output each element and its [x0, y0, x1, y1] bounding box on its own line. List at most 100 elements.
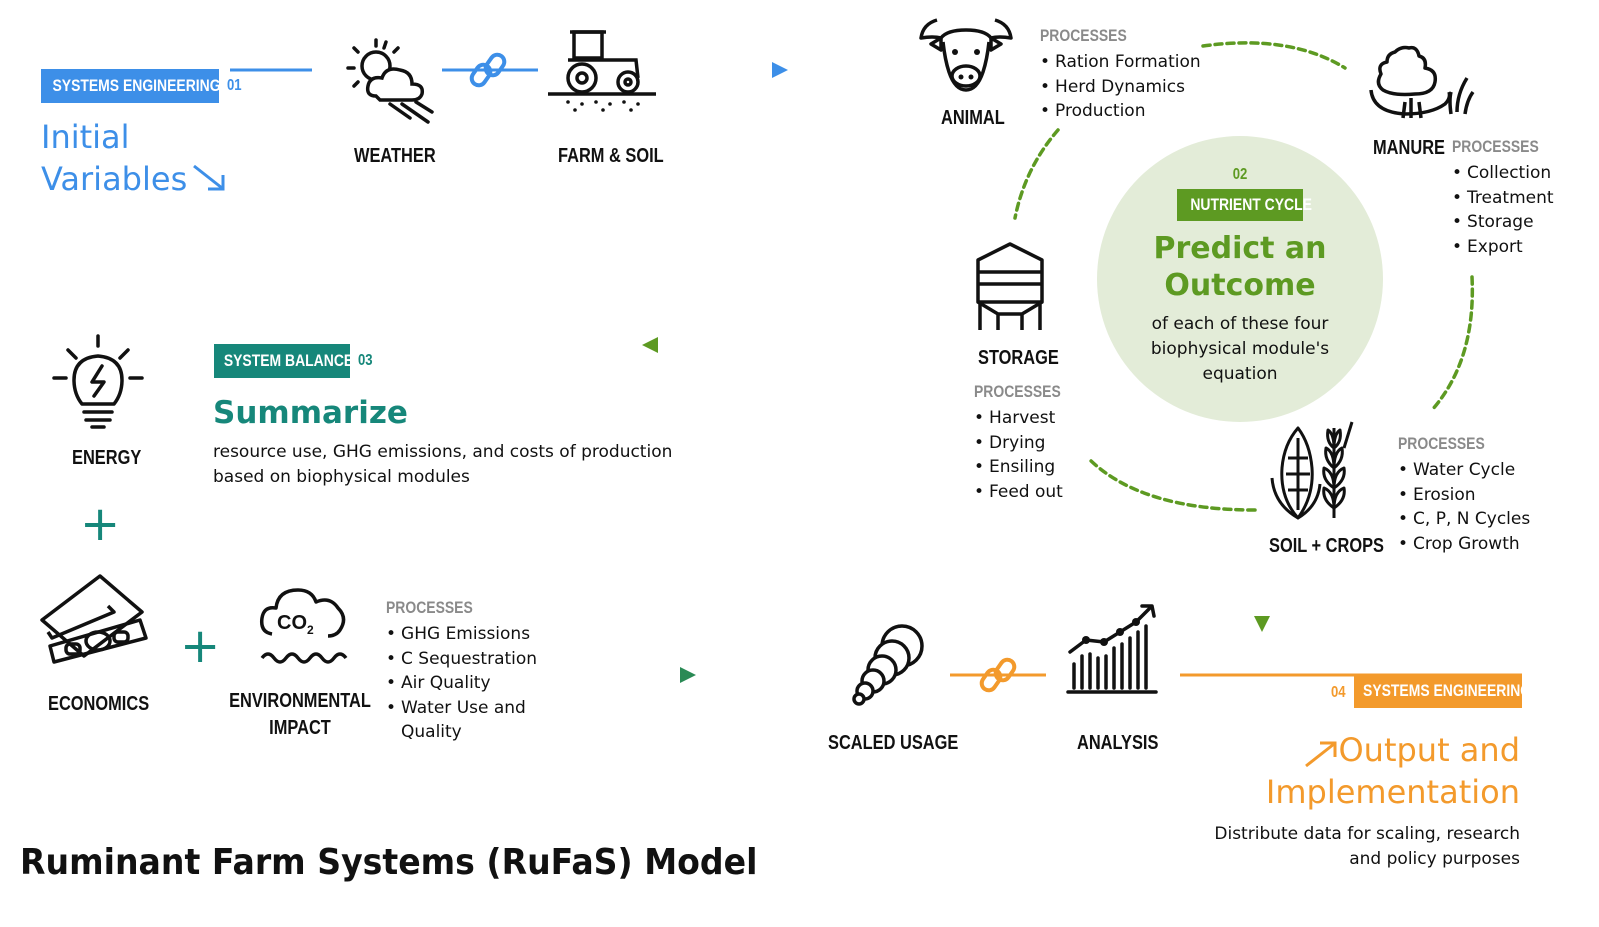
process-item: Ration Formation [1040, 50, 1201, 75]
process-item: Air Quality [386, 671, 537, 696]
stage4-num: 04 [1331, 684, 1346, 701]
stage2-desc-line2: biophysical module's [1150, 339, 1330, 359]
stage2-desc-line3: equation [1202, 364, 1278, 384]
money-icon [40, 574, 148, 664]
stage1-heading-line1: Initial [41, 118, 130, 156]
soil-crops-processes: PROCESSES Water CycleErosionC, P, N Cycl… [1398, 434, 1530, 556]
process-item: Water Use and [386, 696, 537, 721]
stage1-heading: Initial Variables [41, 116, 187, 200]
process-item: Drying [974, 431, 1080, 456]
analysis-chart-icon [1066, 604, 1158, 694]
stage1-heading-line2: Variables [41, 160, 188, 198]
process-item: Production [1040, 99, 1201, 124]
stage4-heading-line2: Implementation [1265, 773, 1520, 811]
stage3-num: 03 [358, 352, 373, 369]
co2-text: CO2 [277, 612, 314, 637]
cow-icon [919, 18, 1013, 92]
manure-label: MANURE [1373, 137, 1445, 159]
stage3-tag-text: SYSTEM BALANCE [223, 351, 354, 370]
stage3-heading: Summarize [213, 395, 408, 431]
stage4-tag-text: SYSTEMS ENGINEERING [1363, 681, 1532, 700]
stage4-desc-line2: and policy purposes [1349, 849, 1520, 869]
process-item: Water Cycle [1398, 458, 1530, 483]
stage2-desc-line1: of each of these four [1151, 314, 1329, 334]
process-item: Export [1452, 235, 1558, 260]
stage4-description: Distribute data for scaling, research an… [1120, 822, 1520, 872]
animal-label: ANIMAL [941, 107, 1005, 129]
stage4-heading-line1: Output and [1338, 731, 1520, 769]
crops-icon [1270, 421, 1354, 520]
stage1-num: 01 [227, 77, 242, 94]
plus-sign-1: + [80, 496, 121, 552]
stage4-tag: SYSTEMS ENGINEERING [1354, 674, 1531, 708]
process-item: Treatment [1452, 186, 1558, 211]
stage2-num: 02 [1232, 166, 1248, 183]
process-item: Storage [1452, 210, 1558, 235]
manure-icon [1369, 45, 1475, 119]
co2-text-sub: 2 [307, 623, 314, 637]
process-item: Harvest [974, 406, 1080, 431]
process-item: Ensiling [974, 455, 1080, 480]
process-item: GHG Emissions [386, 622, 537, 647]
stage2-tag: NUTRIENT CYCLE [1177, 189, 1312, 221]
process-item: Quality [401, 722, 462, 742]
analysis-label: ANALYSIS [1077, 732, 1159, 754]
stage1-tag-text: SYSTEMS ENGINEERING [52, 76, 221, 95]
stage2-description: of each of these four biophysical module… [1100, 312, 1380, 387]
arrow-up-right-icon [1305, 741, 1337, 768]
soil-crops-label: SOIL + CROPS [1269, 535, 1384, 557]
soil-crops-processes-list: Water CycleErosionC, P, N CyclesCrop Gro… [1398, 458, 1530, 556]
process-item: C, P, N Cycles [1398, 507, 1530, 532]
stage2-heading-line1: Predict an [1153, 231, 1327, 266]
storage-processes-list: HarvestDryingEnsilingFeed out [974, 406, 1080, 504]
env-impact-line2: IMPACT [269, 717, 331, 739]
process-item: Feed out [974, 480, 1080, 505]
farm-soil-label: FARM & SOIL [558, 145, 664, 167]
economics-label: ECONOMICS [48, 693, 150, 715]
stage2-tag-text: NUTRIENT CYCLE [1190, 195, 1312, 214]
process-item: Erosion [1398, 483, 1530, 508]
stage3-desc-line2: based on biophysical modules [213, 467, 470, 487]
energy-label: ENERGY [72, 447, 142, 469]
tractor-icon [548, 30, 656, 112]
stage3-desc-line1: resource use, GHG emissions, and costs o… [213, 442, 673, 462]
co2-text-main: CO [277, 612, 307, 634]
scaled-usage-icon [852, 624, 924, 706]
co2-cloud-icon [259, 588, 348, 664]
scaled-usage-label: SCALED USAGE [828, 732, 959, 754]
environmental-processes: PROCESSES GHG EmissionsC SequestrationAi… [386, 598, 537, 745]
stage4-desc-line1: Distribute data for scaling, research [1214, 824, 1520, 844]
storage-silo-icon [976, 242, 1044, 330]
stage2-heading: Predict an Outcome [1100, 230, 1380, 304]
stage4-heading: Output and Implementation [1160, 729, 1520, 813]
manure-processes: PROCESSES CollectionTreatmentStorageExpo… [1452, 137, 1558, 259]
storage-label: STORAGE [978, 347, 1059, 369]
soil-crops-processes-title: PROCESSES [1398, 434, 1485, 453]
animal-processes-title: PROCESSES [1040, 26, 1127, 45]
link-icon [469, 52, 507, 88]
process-item: Collection [1452, 161, 1558, 186]
manure-processes-title: PROCESSES [1452, 137, 1539, 156]
process-item: C Sequestration [386, 647, 537, 672]
stage2-heading-line2: Outcome [1164, 268, 1316, 303]
stage3-tag: SYSTEM BALANCE [214, 344, 354, 378]
storage-processes: PROCESSES HarvestDryingEnsilingFeed out [974, 382, 1080, 504]
animal-processes: PROCESSES Ration FormationHerd DynamicsP… [1040, 26, 1201, 124]
process-item: Herd Dynamics [1040, 75, 1201, 100]
plus-sign-2: + [180, 618, 221, 674]
nutrient-cycle-circle [1097, 136, 1383, 422]
arrow-down-right-icon [193, 164, 225, 191]
manure-processes-list: CollectionTreatmentStorageExport [1452, 161, 1558, 259]
weather-label: WEATHER [354, 145, 436, 167]
environmental-processes-title: PROCESSES [386, 598, 473, 617]
weather-icon [346, 38, 434, 124]
process-item: Crop Growth [1398, 532, 1530, 557]
stage1-tag: SYSTEMS ENGINEERING [41, 69, 221, 103]
storage-processes-title: PROCESSES [974, 382, 1061, 401]
env-impact-line1: ENVIRONMENTAL [229, 690, 371, 712]
environmental-processes-list: GHG EmissionsC SequestrationAir QualityW… [386, 622, 537, 745]
link-icon [979, 657, 1017, 693]
animal-processes-list: Ration FormationHerd DynamicsProduction [1040, 50, 1201, 124]
lightbulb-icon [52, 334, 144, 429]
page-title: Ruminant Farm Systems (RuFaS) Model [20, 842, 758, 883]
